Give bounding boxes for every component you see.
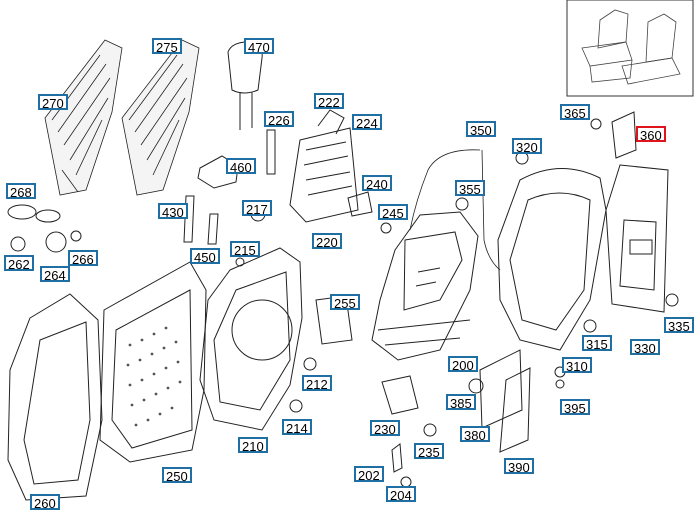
clip-215	[235, 257, 245, 267]
part-label-390[interactable]: 390	[504, 458, 534, 475]
part-label-450[interactable]: 450	[190, 248, 220, 265]
part-430	[183, 195, 195, 243]
backrest-cover-275	[121, 39, 200, 196]
part-label-245[interactable]: 245	[378, 204, 408, 221]
seat-cover-260	[7, 293, 103, 501]
inset-frame	[566, 0, 694, 97]
ring-262	[10, 236, 26, 252]
part-label-230[interactable]: 230	[370, 420, 400, 437]
part-label-222[interactable]: 222	[314, 93, 344, 110]
cushion-250	[99, 261, 207, 463]
part-label-200[interactable]: 200	[448, 356, 478, 373]
cable-350	[409, 149, 501, 271]
perforation-dots	[126, 326, 182, 427]
trim-390	[499, 367, 531, 453]
part-label-365[interactable]: 365	[560, 104, 590, 121]
part-label-204[interactable]: 204	[386, 486, 416, 503]
part-label-330[interactable]: 330	[630, 339, 660, 356]
part-label-266[interactable]: 266	[68, 250, 98, 267]
handle-460	[197, 155, 239, 189]
inset-seat-icon	[581, 9, 681, 85]
part-label-215[interactable]: 215	[230, 241, 260, 258]
module-360	[611, 111, 637, 159]
part-label-350[interactable]: 350	[466, 121, 496, 138]
part-label-217[interactable]: 217	[242, 200, 272, 217]
part-label-264[interactable]: 264	[40, 266, 70, 283]
clip-266	[70, 230, 82, 242]
part-label-255[interactable]: 255	[330, 294, 360, 311]
screw-212	[303, 357, 317, 371]
trim-268	[7, 204, 61, 223]
part-label-235[interactable]: 235	[414, 443, 444, 460]
part-450	[207, 213, 219, 245]
disc-264	[45, 231, 67, 253]
back-panel-330	[605, 164, 669, 313]
part-label-275[interactable]: 275	[152, 38, 182, 55]
bracket-240	[347, 191, 373, 217]
bracket-202	[391, 443, 403, 473]
part-label-240[interactable]: 240	[362, 175, 392, 192]
part-label-380[interactable]: 380	[460, 426, 490, 443]
part-label-268[interactable]: 268	[6, 183, 36, 200]
part-label-430[interactable]: 430	[158, 203, 188, 220]
backrest-frame-210	[199, 247, 303, 431]
screw-395	[555, 379, 565, 389]
cover-380	[479, 349, 523, 429]
part-label-310[interactable]: 310	[562, 357, 592, 374]
part-label-224[interactable]: 224	[352, 114, 382, 131]
screw-365	[590, 118, 602, 130]
part-label-270[interactable]: 270	[38, 94, 68, 111]
backrest-shell	[497, 168, 607, 351]
cap-385	[468, 378, 484, 394]
part-label-315[interactable]: 315	[582, 335, 612, 352]
part-label-214[interactable]: 214	[282, 419, 312, 436]
screw-214	[289, 399, 303, 413]
part-label-260[interactable]: 260	[30, 494, 60, 511]
part-label-470[interactable]: 470	[244, 38, 274, 55]
mechanism-230	[381, 375, 419, 415]
part-label-355[interactable]: 355	[455, 180, 485, 197]
part-label-202[interactable]: 202	[354, 466, 384, 483]
part-label-226[interactable]: 226	[264, 111, 294, 128]
seat-frame-200	[371, 211, 479, 361]
part-label-360[interactable]: 360	[636, 126, 666, 143]
backrest-cover-270	[44, 39, 123, 196]
part-label-460[interactable]: 460	[226, 158, 256, 175]
part-label-262[interactable]: 262	[4, 255, 34, 272]
part-label-250[interactable]: 250	[162, 467, 192, 484]
screw-355	[455, 197, 469, 211]
part-label-320[interactable]: 320	[512, 138, 542, 155]
part-label-385[interactable]: 385	[446, 394, 476, 411]
part-label-212[interactable]: 212	[302, 375, 332, 392]
part-label-220[interactable]: 220	[312, 233, 342, 250]
screw-235	[423, 423, 437, 437]
part-label-395[interactable]: 395	[560, 399, 590, 416]
screw-245	[380, 222, 392, 234]
rod-226	[266, 129, 276, 175]
screw-335	[665, 293, 679, 307]
part-label-335[interactable]: 335	[664, 317, 694, 334]
part-label-210[interactable]: 210	[238, 437, 268, 454]
back-panel-220	[289, 109, 359, 223]
screw-315	[583, 319, 597, 333]
